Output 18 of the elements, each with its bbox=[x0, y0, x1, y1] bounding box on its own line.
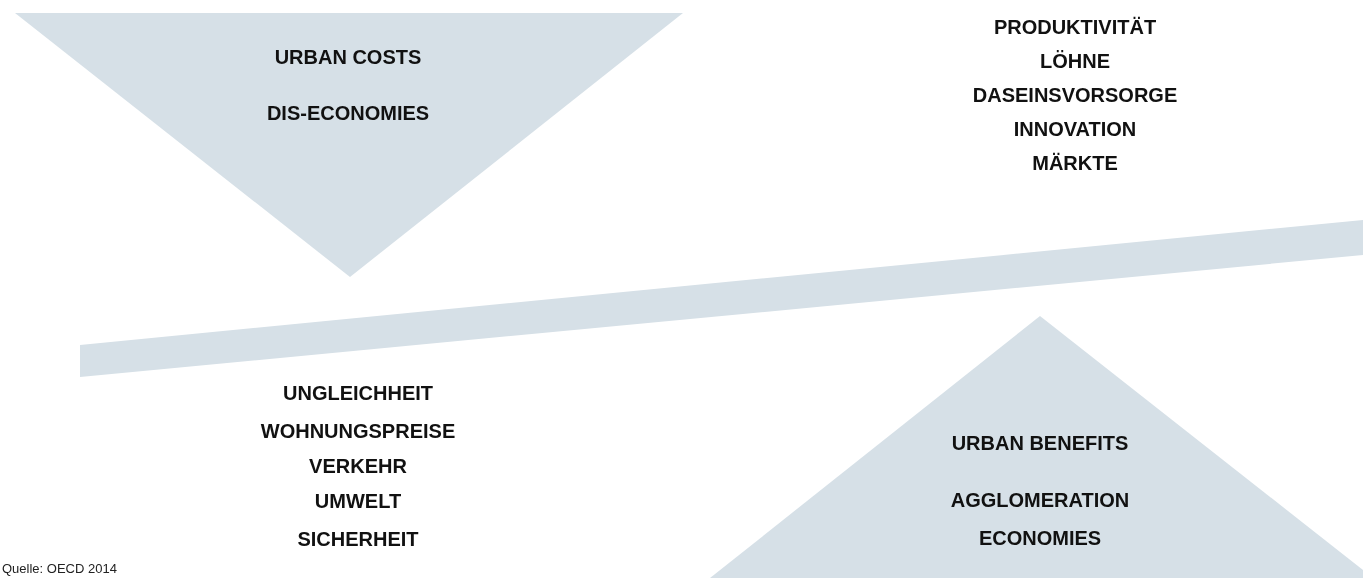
factor-label: VERKEHR bbox=[309, 454, 407, 478]
triangle-heading: URBAN BENEFITS bbox=[950, 431, 1130, 456]
factor-label: DASEINSVORSORGE bbox=[972, 83, 1178, 107]
factor-label: MÄRKTE bbox=[1032, 151, 1118, 175]
factor-label: INNOVATION bbox=[1013, 117, 1137, 141]
factor-label: UNGLEICHHEIT bbox=[283, 381, 433, 405]
source-note: Quelle: OECD 2014 bbox=[2, 561, 117, 577]
factor-label: LÖHNE bbox=[1040, 49, 1110, 73]
triangle-subheading: DIS-ECONOMIES bbox=[265, 101, 431, 126]
triangle-heading: URBAN COSTS bbox=[273, 45, 423, 70]
factor-label: UMWELT bbox=[314, 489, 402, 513]
balance-beam bbox=[80, 220, 1363, 377]
triangle-subheading: AGGLOMERATION ECONOMIES bbox=[949, 488, 1131, 551]
factor-label: SICHERHEIT bbox=[297, 527, 419, 551]
fulcrum-triangle bbox=[710, 316, 1363, 578]
factor-label: WOHNUNGSPREISE bbox=[260, 419, 456, 443]
fulcrum-triangle bbox=[15, 13, 683, 277]
factor-label: PRODUKTIVITÄT bbox=[993, 15, 1157, 39]
